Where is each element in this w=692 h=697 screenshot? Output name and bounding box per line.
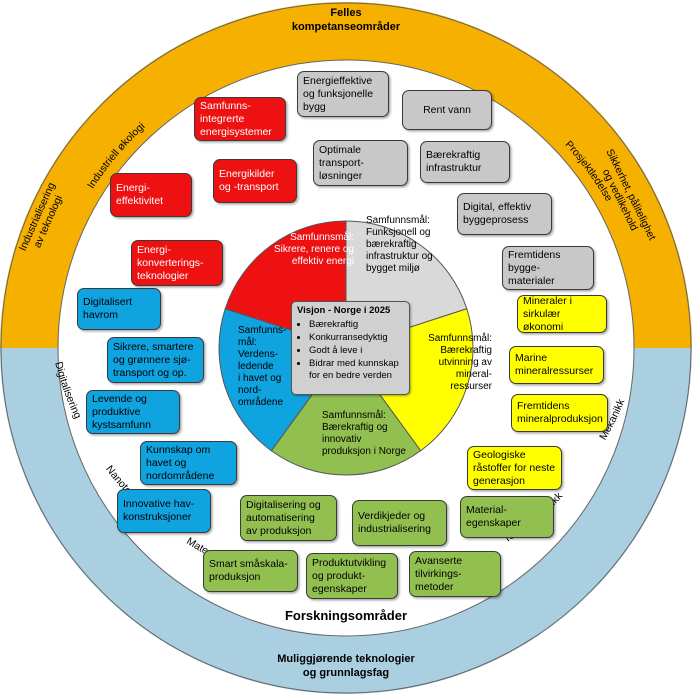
box-mineraler-sirkulaer: Mineraler i sirkulær økonomi (517, 295, 607, 333)
goal-label-production: Samfunnsmål: Bærekraftig og innovativ pr… (322, 410, 406, 457)
box-samfunnsintegrerte-energisystemer: Samfunns- integrerte energisystemer (194, 97, 286, 141)
box-energieffektive-bygg: Energieffektive og funksjonelle bygg (297, 71, 389, 117)
box-marine-mineralressurser: Marine mineralressurser (509, 346, 604, 384)
box-energieffektivitet: Energi- effektivitet (110, 173, 192, 217)
box-digitalisering-automatisering: Digitalisering og automatisering av prod… (240, 495, 337, 541)
box-optimale-transportlosninger: Optimale transport- løsninger (313, 140, 408, 186)
box-produktutvikling: Produktutvikling og produkt- egenskaper (306, 553, 398, 599)
vision-item: Konkurransedyktig (309, 332, 404, 344)
box-kunnskap-havet: Kunnskap om havet og nordområdene (140, 441, 237, 485)
box-digitalisert-havrom: Digitalisert havrom (77, 288, 161, 330)
common-competence-title: Felles kompetanseområder (291, 7, 401, 33)
vision-list: Bærekraftig Konkurransedyktig Godt å lev… (297, 319, 404, 382)
vision-item: Bærekraftig (309, 319, 404, 331)
goal-label-infrastructure: Samfunnsmål: Funksjonell og bærekraftig … (366, 215, 433, 274)
box-smart-smaskalaproduksjon: Smart småskala- produksjon (203, 550, 298, 592)
box-verdikjeder: Verdikjeder og industrialisering (352, 500, 447, 546)
box-digital-byggeprosess: Digital, effektiv byggeprosess (457, 193, 552, 235)
vision-title: Visjon - Norge i 2025 (297, 305, 391, 316)
pie-segment-production (270, 347, 422, 476)
box-innovative-havkonstruksjoner: Innovative hav- konstruksjoner (117, 489, 211, 533)
box-geologiske-rastoffer: Geologiske råstoffer for neste generasjo… (467, 446, 562, 490)
goal-label-minerals: Samfunnsmål: Bærekraftig utvinning av mi… (428, 333, 492, 392)
box-levende-kystsamfunn: Levende og produktive kystsamfunn (86, 390, 180, 434)
box-rent-vann: Rent vann (402, 90, 492, 130)
vision-item: Bidrar med kunnskap for en bedre verden (309, 358, 404, 382)
box-sikrere-sjotransport: Sikrere, smartere og grønnere sjø- trans… (107, 337, 204, 383)
box-baerekraftig-infrastruktur: Bærekraftig infrastruktur (420, 141, 510, 183)
box-fremtidens-byggematerialer: Fremtidens bygge- materialer (502, 246, 594, 290)
goal-label-ocean: Samfunns- mål: Verdens- ledende i havet … (238, 325, 287, 408)
research-areas-label: Forskningsområder (284, 608, 408, 623)
goal-label-energy: Samfunnsmål: Sikrere, renere og effektiv… (273, 232, 354, 267)
vision-item: Godt å leve i (309, 345, 404, 357)
box-avanserte-tilvirkingsmetoder: Avanserte tilvirkings- metoder (409, 551, 501, 597)
vision-box: Visjon - Norge i 2025 Bærekraftig Konkur… (291, 301, 410, 395)
enabling-technologies-title: Muliggjørende teknologier og grunnlagsfa… (277, 653, 415, 679)
box-materialegenskaper: Material- egenskaper (460, 496, 554, 538)
box-fremtidens-mineralproduksjon: Fremtidens mineralproduksjon (511, 394, 608, 432)
box-energikilder: Energikilder og -transport (213, 159, 297, 203)
box-energikonverteringsteknologier: Energi- konverterings- teknologier (131, 240, 223, 286)
